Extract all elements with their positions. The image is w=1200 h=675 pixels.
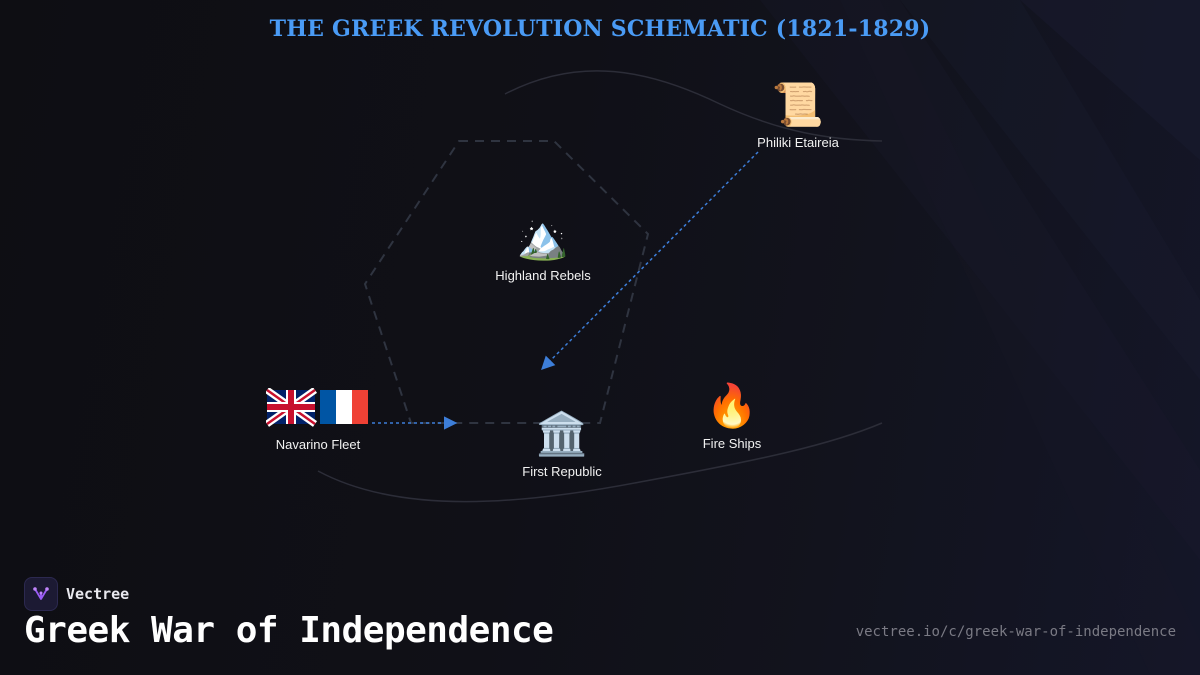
diagram-title: THE GREEK REVOLUTION SCHEMATIC (1821-182… [269, 16, 931, 42]
node-fire-ships[interactable]: 🔥 Fire Ships [652, 382, 812, 451]
node-label: Philiki Etaireia [757, 135, 839, 150]
node-highland-rebels[interactable]: 🏔️ Highland Rebels [463, 214, 623, 283]
node-label: Navarino Fleet [275, 437, 361, 452]
node-first-republic[interactable]: 🏛️ First Republic [482, 410, 642, 479]
node-label: Fire Ships [702, 436, 762, 451]
classical-building-icon: 🏛️ [535, 412, 589, 458]
node-label: Highland Rebels [495, 268, 591, 283]
node-philiki-etaireia[interactable]: 📜 Philiki Etaireia [718, 81, 878, 150]
decorative-arc-bottom [317, 422, 883, 503]
node-label: First Republic [522, 464, 602, 479]
node-navarino-fleet[interactable]: Navarino Fleet [238, 382, 398, 452]
snowcapped-mountain-icon: 🏔️ [516, 216, 570, 262]
decorative-arc-top [504, 70, 883, 142]
faction-hexagon [363, 140, 650, 424]
scroll-icon: 📜 [771, 83, 825, 129]
fire-icon: 🔥 [705, 384, 759, 430]
brand-name: Vectree [66, 585, 130, 603]
page-heading: Greek War of Independence [24, 610, 554, 651]
vectree-logo-icon [24, 577, 58, 611]
source-url[interactable]: vectree.io/c/greek-war-of-independence [855, 624, 1176, 640]
brand[interactable]: Vectree [24, 577, 129, 611]
uk-france-flags-icon [266, 388, 368, 427]
